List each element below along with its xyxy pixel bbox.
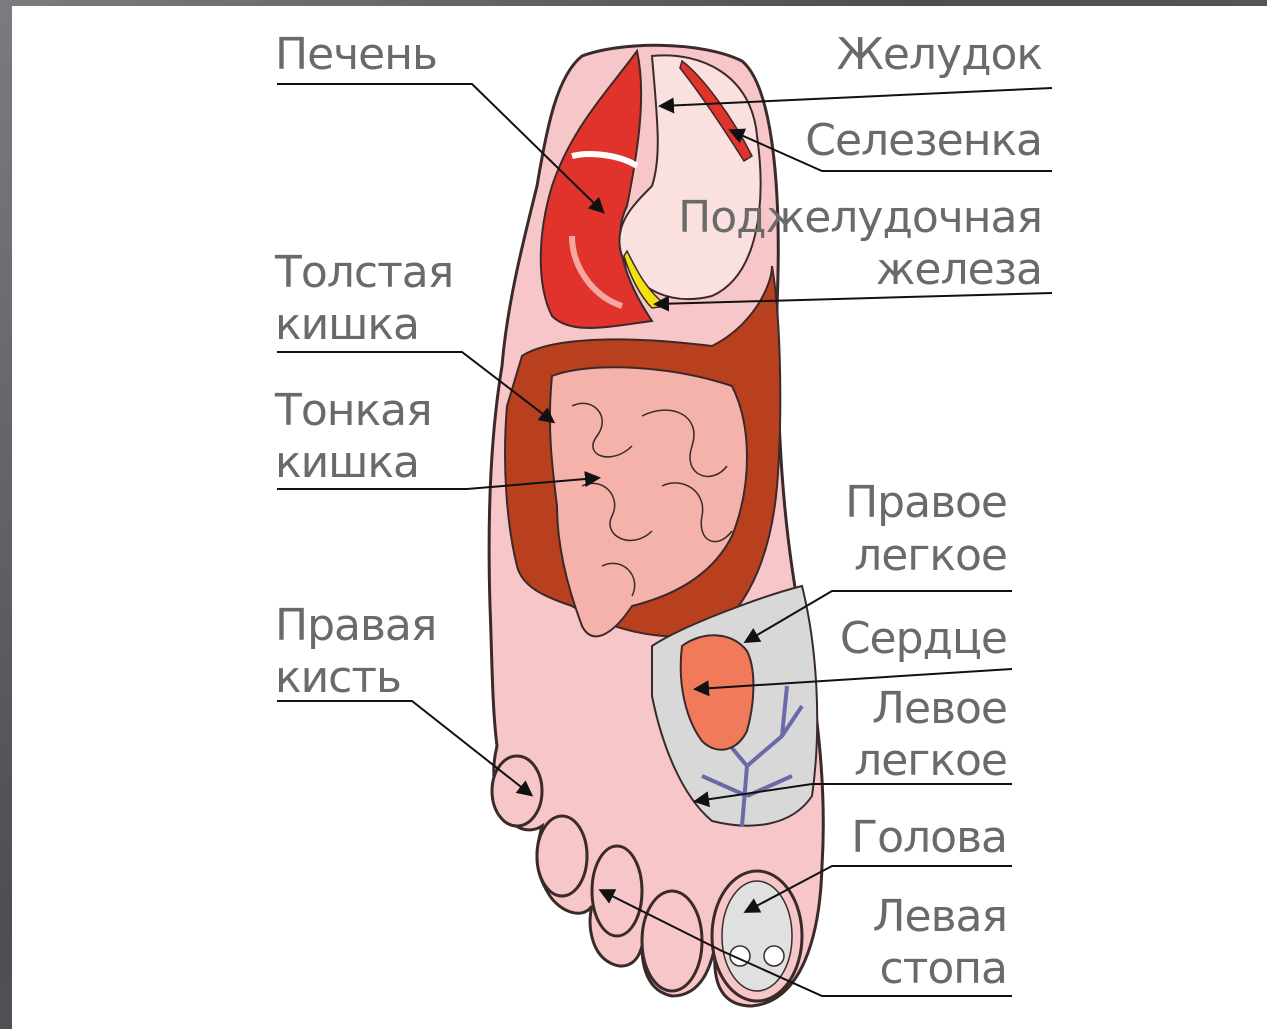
label-spleen: Селезенка (752, 114, 1042, 168)
label-liver: Печень (275, 28, 437, 82)
label-pancreas-1: Поджелудочная (652, 191, 1042, 245)
label-left-foot-1: Левая (772, 890, 1007, 944)
diagram-canvas: Печень Желудок Селезенка Поджелудочная ж… (12, 6, 1267, 1029)
label-left-foot-2: стопа (772, 942, 1007, 996)
label-right-hand-1: Правая (275, 599, 436, 653)
label-right-hand-2: кисть (275, 651, 401, 705)
label-large-intestine-2: кишка (275, 298, 419, 352)
label-head: Голова (772, 811, 1007, 865)
label-right-lung-2: легкое (772, 529, 1007, 583)
label-right-lung-1: Правое (772, 476, 1007, 530)
label-stomach: Желудок (772, 28, 1042, 82)
label-large-intestine-1: Толстая (275, 246, 453, 300)
label-pancreas-2: железа (752, 243, 1042, 297)
label-small-intestine-2: кишка (275, 436, 419, 490)
foot-reflexology-diagram (12, 6, 1267, 1029)
label-small-intestine-1: Тонкая (275, 384, 432, 438)
label-left-lung-1: Левое (772, 682, 1007, 736)
label-left-lung-2: легкое (772, 734, 1007, 788)
label-heart: Сердце (772, 612, 1007, 666)
